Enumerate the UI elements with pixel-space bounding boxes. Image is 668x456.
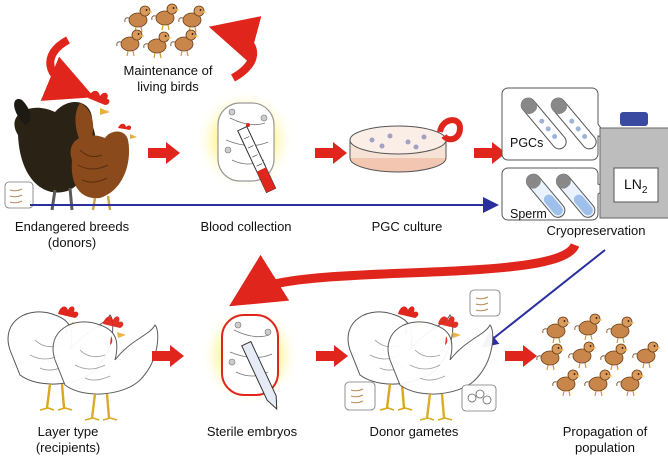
pgc-culture-dish-illustration: [349, 117, 464, 173]
pgc-culture-label: PGC culture: [371, 219, 443, 234]
arrow-donors-to-blood: [148, 142, 180, 164]
recipient-hens-illustration: [6, 305, 159, 422]
arrow-blood-to-pgc: [315, 142, 347, 164]
ln2-main: LN: [624, 176, 642, 192]
donor-sperm-bubble: [4, 181, 34, 209]
blood-collection-egg-illustration: [195, 90, 295, 194]
recipients-line2: (recipients): [35, 440, 101, 455]
sperm-tube-bubble: [501, 167, 610, 221]
chicks-top-illustration: [116, 3, 208, 59]
sperm-tube-label: Sperm: [510, 207, 547, 221]
donors-label: Endangered breeds (donors): [15, 219, 129, 251]
cycle-arrow-right: [208, 16, 262, 82]
ln2-label: LN2: [624, 176, 647, 196]
donor-hen-illustration: [70, 123, 137, 211]
red-curve-cryo-to-embryos: [229, 242, 580, 307]
ln2-subscript: 2: [641, 184, 648, 196]
propagation-line1: Propagation of: [562, 424, 648, 439]
cryopreservation-label: Cryopreservation: [546, 223, 646, 238]
arrow-embryos-to-gametes: [316, 345, 348, 367]
gametes-cell-bubble: [461, 384, 497, 412]
propagation-label: Propagation of population: [563, 424, 648, 456]
sterile-embryo-egg-illustration: [200, 305, 300, 411]
pgcs-tube-label: PGCs: [510, 136, 544, 150]
propagation-chicks-illustration: [536, 313, 662, 397]
maintenance-line1: Maintenance of: [123, 63, 213, 78]
maintenance-label: Maintenance of living birds: [124, 63, 213, 95]
maintenance-line2: living birds: [137, 79, 199, 94]
arrow-gametes-to-propagation: [505, 345, 537, 367]
recipients-label: Layer type (recipients): [36, 424, 100, 456]
donors-line1: Endangered breeds: [14, 219, 130, 234]
gametes-sperm-bubble-left: [344, 381, 376, 411]
donors-line2: (donors): [47, 235, 97, 250]
ln2-tank-illustration: [599, 112, 668, 219]
arrow-recipients-to-embryos: [152, 345, 184, 367]
gametes-sperm-bubble-top: [469, 289, 501, 317]
propagation-line2: population: [574, 440, 635, 455]
arrow-pgc-to-cryo: [474, 142, 506, 164]
cycle-arrow-left: [40, 36, 95, 101]
blue-line-cryo-to-gametes: [481, 249, 606, 348]
sterile-embryos-label: Sterile embryos: [206, 424, 298, 439]
blood-collection-label: Blood collection: [200, 219, 292, 234]
donor-gametes-label: Donor gametes: [369, 424, 459, 439]
pgcs-tube-bubble: [501, 87, 610, 161]
recipients-line1: Layer type: [37, 424, 99, 439]
